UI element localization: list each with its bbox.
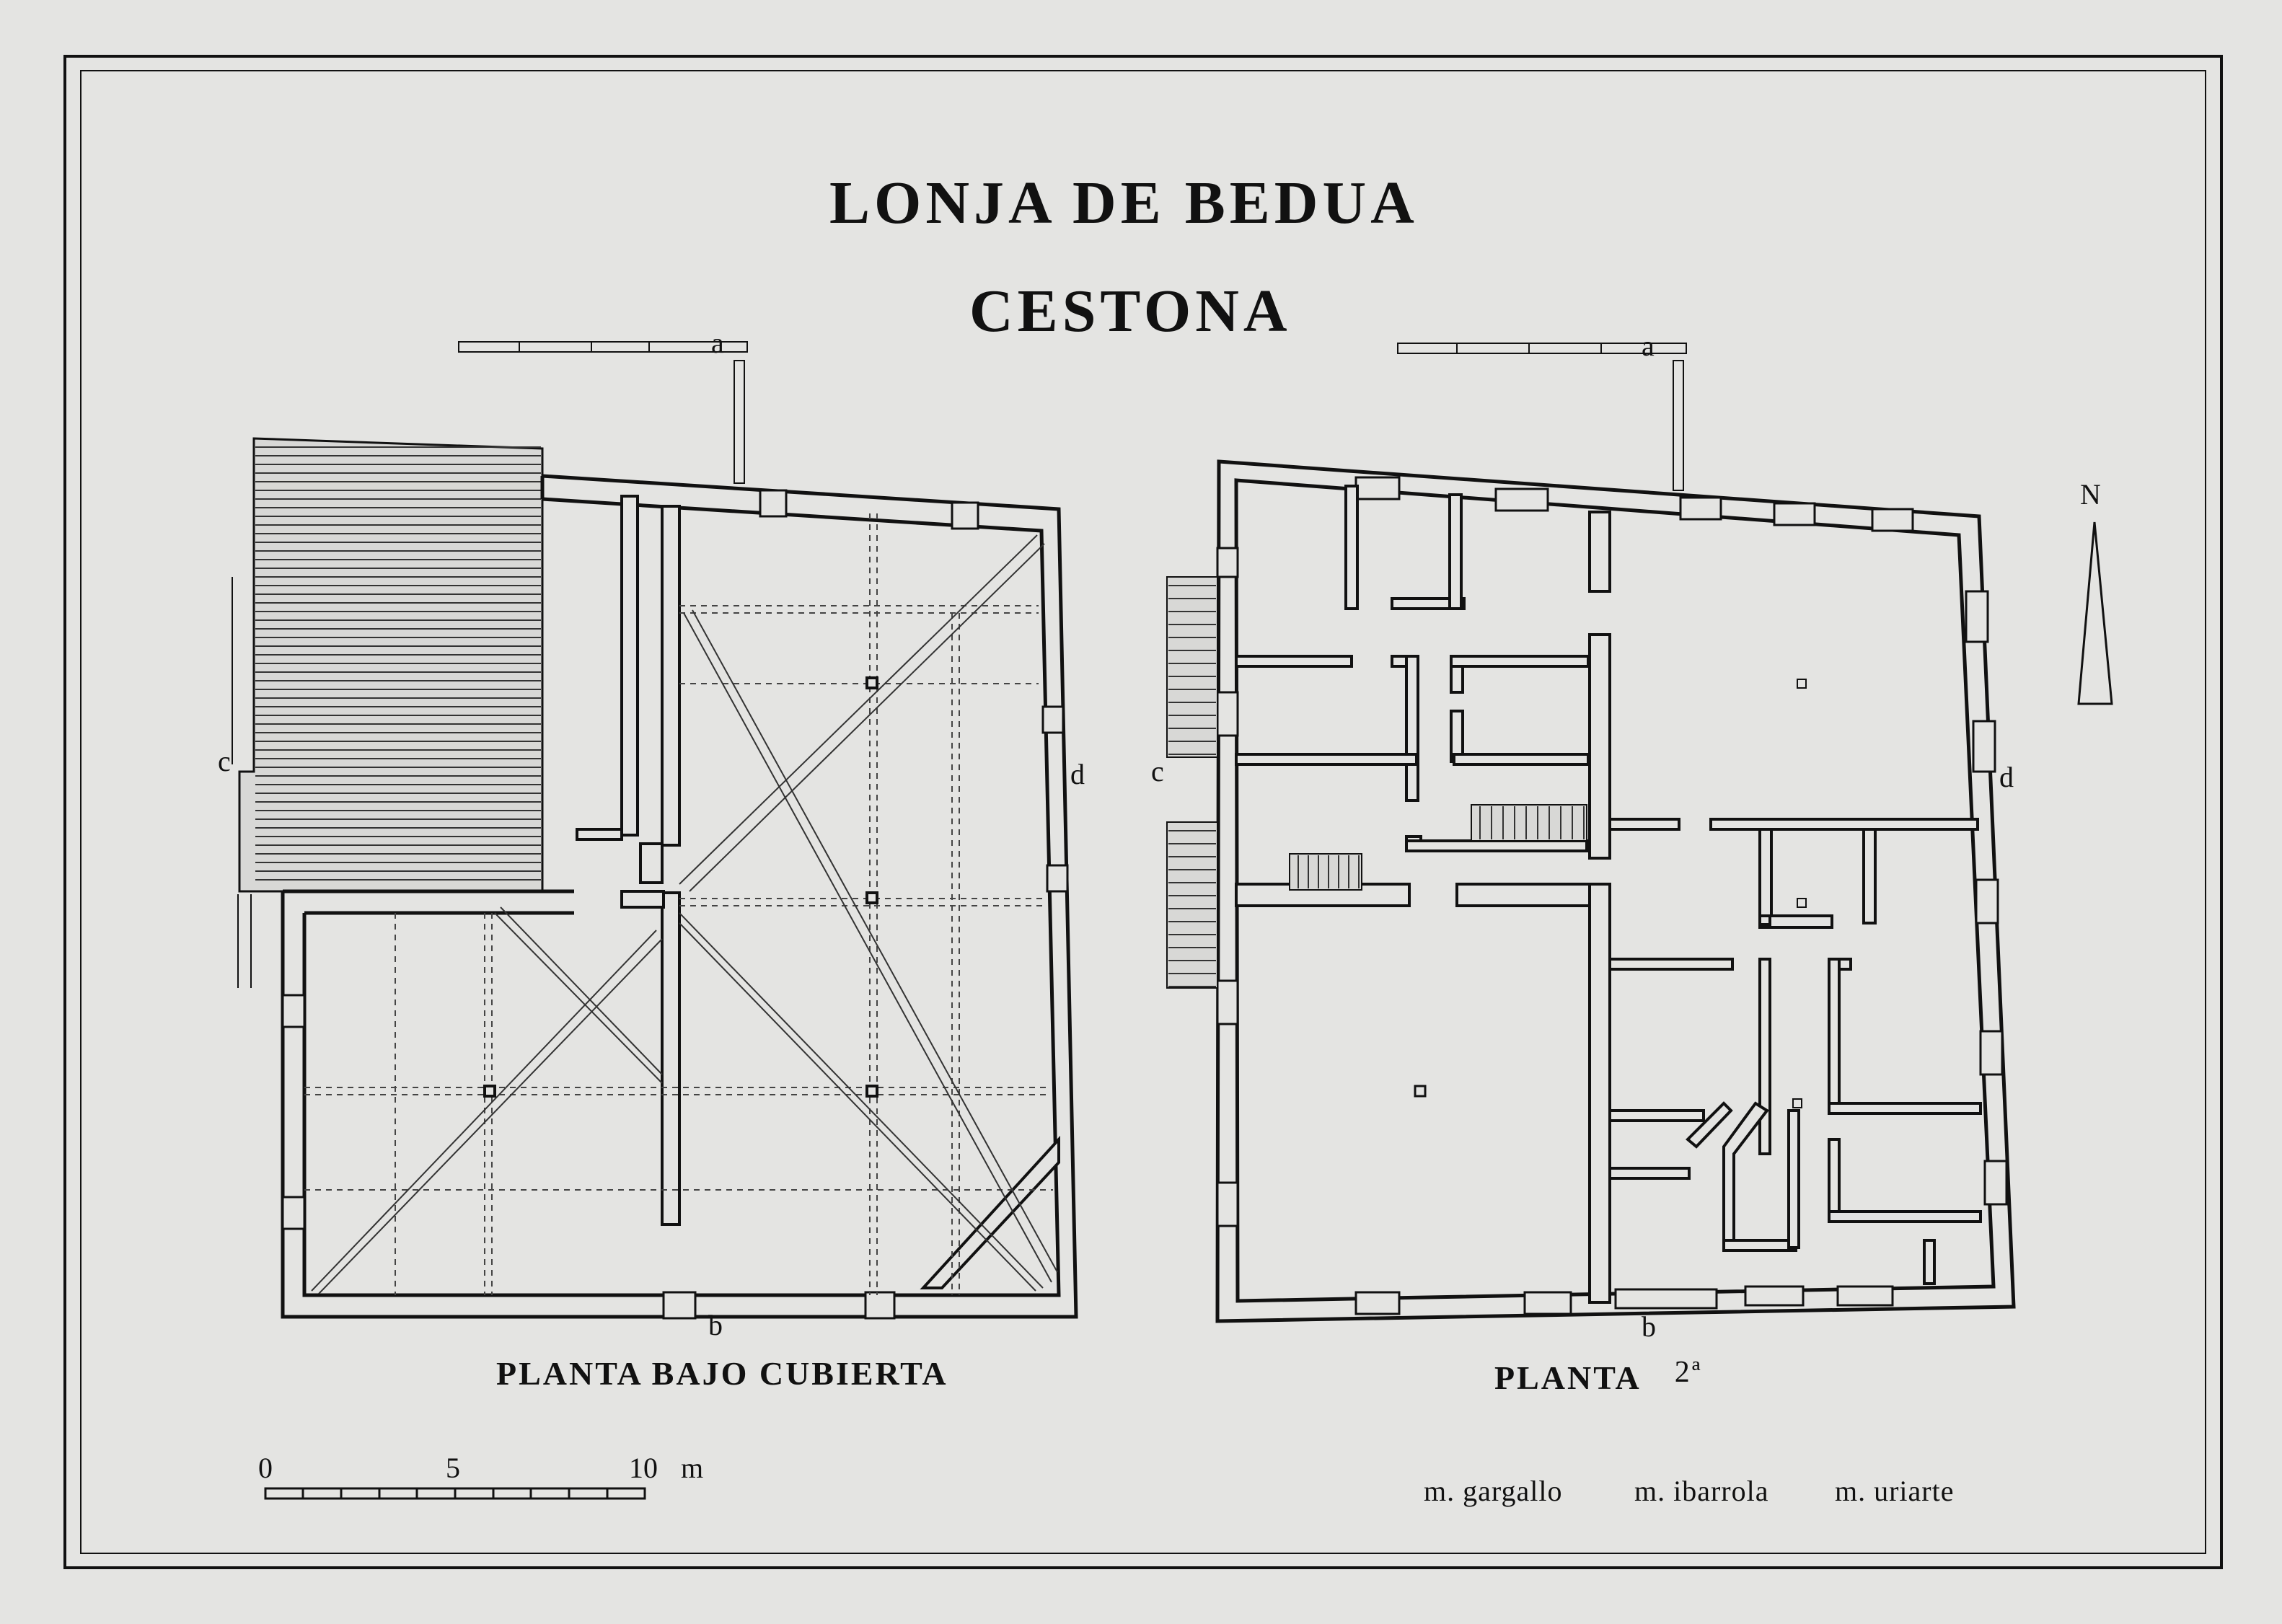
author-3: m. uriarte bbox=[1835, 1475, 1955, 1507]
scale-tick-5: 5 bbox=[446, 1452, 460, 1484]
right-section-c: c bbox=[1151, 755, 1164, 787]
caption-planta-2-ordinal: 2ª bbox=[1674, 1356, 1703, 1389]
right-section-a: a bbox=[1642, 330, 1655, 362]
author-1: m. gargallo bbox=[1424, 1475, 1563, 1507]
sheet-border bbox=[63, 55, 2223, 1569]
scale-bar bbox=[264, 1487, 646, 1500]
stair-external bbox=[1166, 576, 1218, 989]
roof-hatch-area bbox=[232, 437, 544, 988]
scale-unit: m bbox=[681, 1452, 704, 1484]
left-section-d: d bbox=[1070, 758, 1085, 790]
author-2: m. ibarrola bbox=[1634, 1475, 1769, 1507]
left-section-b: b bbox=[708, 1309, 723, 1341]
title-line-1: LONJA DE BEDUA bbox=[829, 169, 1419, 237]
scale-tick-10: 10 bbox=[629, 1452, 658, 1484]
left-section-a: a bbox=[711, 327, 724, 359]
plan-segunda bbox=[1166, 343, 2016, 1323]
plan-bajo-cubierta bbox=[232, 341, 1078, 1320]
caption-planta-2: PLANTA 2ª bbox=[1494, 1357, 1702, 1396]
title-line-2: CESTONA bbox=[969, 278, 1292, 345]
left-section-c: c bbox=[218, 745, 231, 777]
right-section-d: d bbox=[1999, 761, 2014, 793]
outer-walls bbox=[281, 474, 1078, 1319]
caption-bajo-cubierta: PLANTA BAJO CUBIERTA bbox=[496, 1355, 948, 1392]
roof-beam-grid bbox=[304, 513, 1053, 1295]
north-arrow-icon bbox=[2077, 521, 2113, 705]
stair-internal bbox=[1289, 804, 1587, 891]
right-section-b: b bbox=[1642, 1310, 1656, 1343]
scale-tick-0: 0 bbox=[258, 1452, 273, 1484]
caption-planta-2-text: PLANTA bbox=[1494, 1359, 1642, 1396]
north-label: N bbox=[2080, 478, 2101, 511]
